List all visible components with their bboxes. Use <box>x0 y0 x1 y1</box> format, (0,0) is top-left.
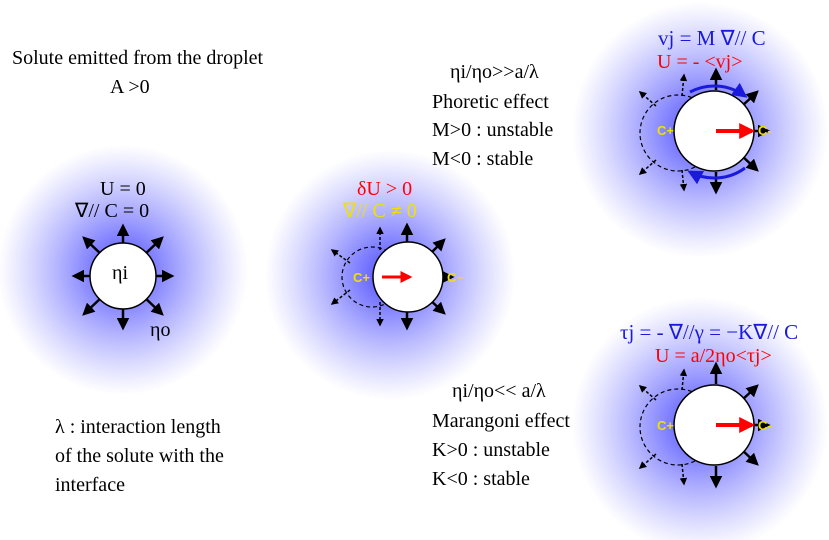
phoretic-eq2: U = - <vj> <box>657 51 743 73</box>
static-U-label: U = 0 <box>100 178 146 200</box>
droplet-marangoni <box>638 361 771 489</box>
eta-i-label: ηi <box>112 262 129 284</box>
phoretic-title: Phoretic effect <box>432 91 549 113</box>
marangoni-title: Marangoni effect <box>432 410 570 432</box>
phoretic-c-plus: C+ <box>657 123 674 138</box>
phoretic-c-minus: C- <box>758 123 772 138</box>
marangoni-k-neg: K<0 : stable <box>432 468 530 490</box>
phoretic-m-pos: M>0 : unstable <box>432 119 554 141</box>
lambda-note-line2: of the solute with the <box>55 445 224 467</box>
header-line2: A >0 <box>110 76 150 98</box>
static-grad-label: ∇// C = 0 <box>75 200 150 222</box>
header-line1: Solute emitted from the droplet <box>12 47 264 69</box>
droplet-perturbed <box>330 222 455 331</box>
droplet-phoretic <box>638 67 771 195</box>
phoretic-eq1: vj = M ∇// C <box>658 26 766 50</box>
perturbed-c-plus: C+ <box>353 270 370 285</box>
marangoni-k-pos: K>0 : unstable <box>432 439 550 461</box>
marangoni-ratio: ηi/ηo<< a/λ <box>452 380 546 402</box>
perturbed-grad-label: ∇// C ≠ 0 <box>343 200 417 222</box>
perturbed-c-minus: C− <box>447 270 464 285</box>
marangoni-eq1: τj = - ∇//γ = −K∇// C <box>620 320 799 344</box>
perturbed-dU-label: δU > 0 <box>357 178 413 200</box>
marangoni-c-plus: C+ <box>657 418 674 433</box>
phoretic-m-neg: M<0 : stable <box>432 148 534 170</box>
marangoni-eq2: U = a/2ηo<τj> <box>655 345 772 367</box>
phoretic-ratio: ηi/ηo>>a/λ <box>450 61 539 83</box>
marangoni-c-minus: C- <box>758 418 772 433</box>
droplet-static <box>71 223 175 331</box>
eta-o-label: ηo <box>150 319 171 341</box>
lambda-note-line3: interface <box>55 474 125 496</box>
lambda-note-line1: λ : interaction length <box>55 416 221 438</box>
